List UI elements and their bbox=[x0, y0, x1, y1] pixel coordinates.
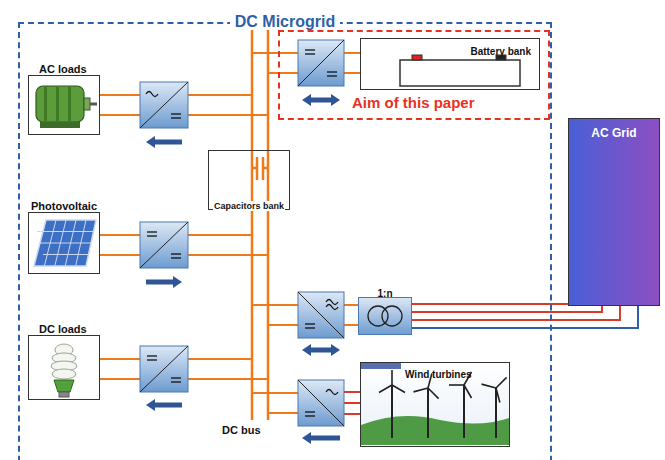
text-holder: Aim of this paper bbox=[352, 94, 475, 112]
node-label: Wind turbines bbox=[405, 369, 472, 380]
ac-wires bbox=[344, 392, 360, 414]
dc-wires bbox=[100, 53, 360, 413]
region-title: DC Microgrid bbox=[230, 13, 340, 30]
text-holder: Capacitors bank bbox=[209, 195, 289, 213]
node-label: Photovoltaic bbox=[31, 200, 97, 212]
text-holder: Wind turbines bbox=[405, 364, 472, 382]
wind-box: Wind turbines bbox=[360, 362, 510, 447]
text-holder: Battery bank bbox=[470, 41, 531, 59]
text-holder: AC Grid bbox=[569, 123, 659, 141]
transformer-box: 1:n bbox=[358, 297, 412, 335]
capacitor-symbol bbox=[252, 157, 268, 180]
wind-farm-picture bbox=[361, 363, 509, 445]
source-box: Photovoltaic bbox=[28, 212, 100, 274]
capacitor-box: Capacitors bank bbox=[208, 150, 290, 210]
grid-connection-wires bbox=[412, 304, 638, 328]
transformer-symbol bbox=[358, 297, 412, 335]
pv-panel-picture bbox=[34, 220, 96, 266]
load-box: DC loads bbox=[28, 335, 100, 400]
node-label: AC Grid bbox=[591, 126, 636, 140]
focus-region: Aim of this paper Battery bank bbox=[278, 30, 550, 120]
motor-picture bbox=[36, 86, 97, 128]
grid-box: AC Grid bbox=[568, 118, 660, 306]
text-holder: DC Microgrid bbox=[20, 13, 550, 31]
node-label: Battery bank bbox=[470, 46, 531, 57]
node-label: AC loads bbox=[39, 63, 87, 75]
converters bbox=[140, 40, 344, 426]
text-holder: AC loads bbox=[39, 59, 87, 77]
text-holder: Photovoltaic bbox=[31, 196, 97, 214]
text-holder: 1:n bbox=[359, 283, 411, 301]
power-flow-arrows bbox=[146, 94, 340, 444]
node-label: DC loads bbox=[39, 323, 87, 335]
dc-bus bbox=[252, 26, 268, 420]
text-holder: DC loads bbox=[39, 319, 87, 337]
node-label: 1:n bbox=[378, 288, 393, 299]
microgrid-region: DC MicrogridAC loadsAim of this paperBat… bbox=[18, 22, 552, 460]
battery-box: Battery bank bbox=[360, 38, 540, 90]
node-label: Aim of this paper bbox=[352, 94, 475, 111]
bulb-picture bbox=[51, 344, 77, 397]
battery-picture bbox=[400, 55, 520, 86]
node-label: Capacitors bank bbox=[213, 201, 285, 211]
bus-label: DC bus bbox=[220, 424, 263, 437]
load-box: AC loads bbox=[28, 75, 100, 135]
